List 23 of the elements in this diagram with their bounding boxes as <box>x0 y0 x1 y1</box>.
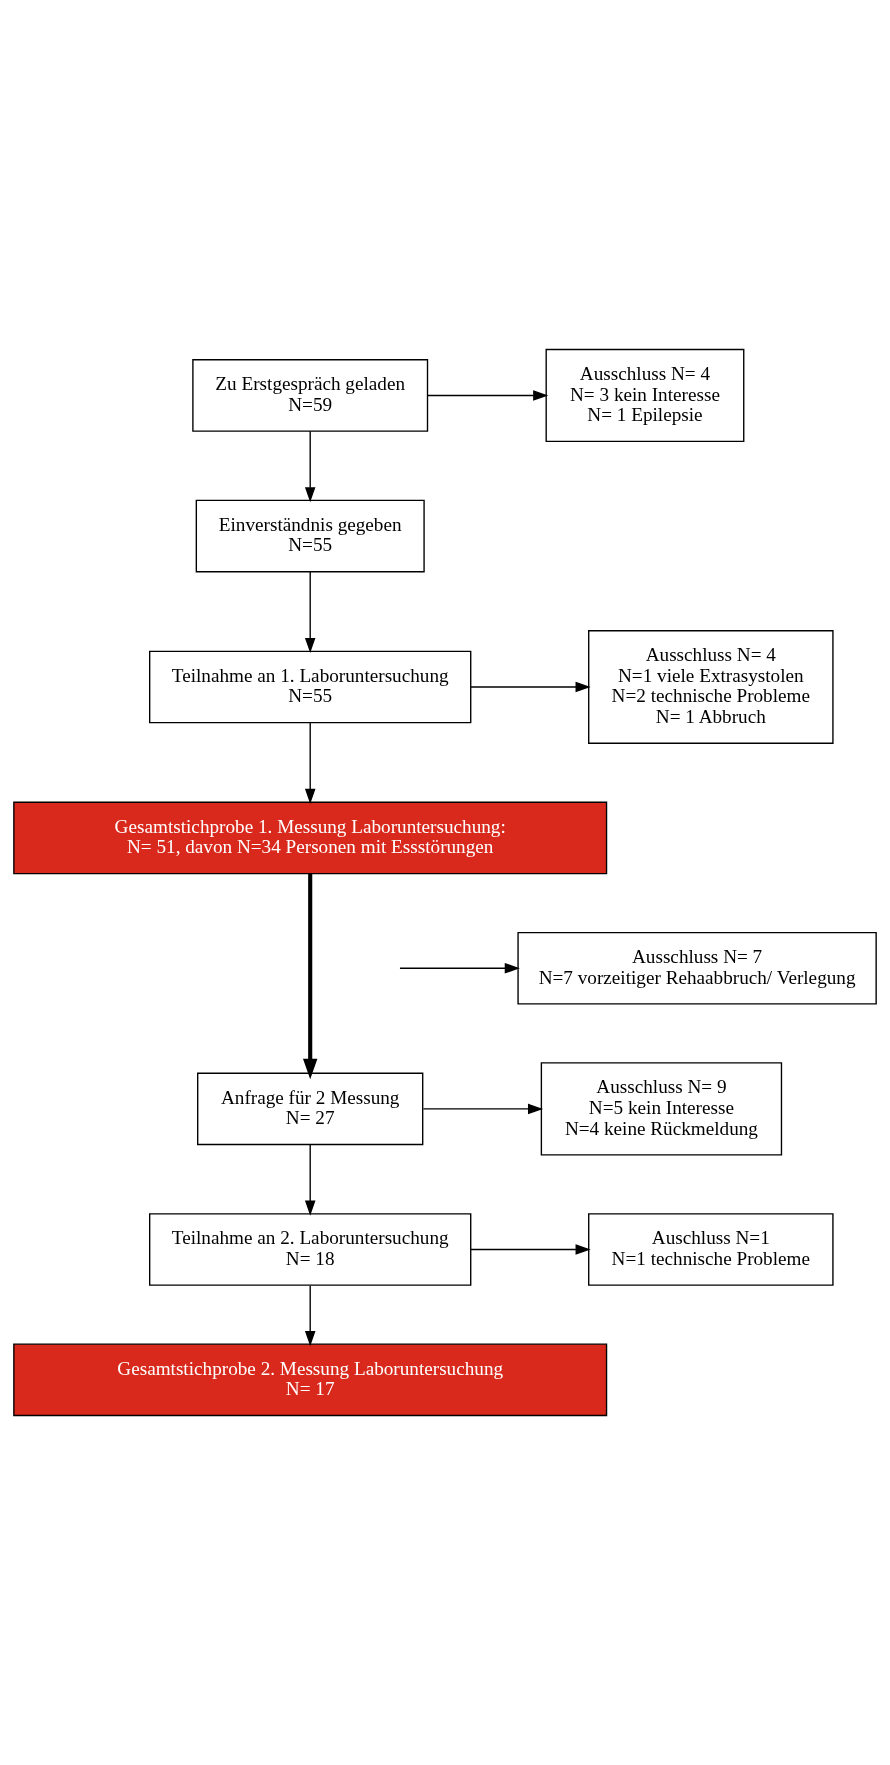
node-box: Zu Erstgespräch geladen N=59 <box>192 359 429 432</box>
node-box: Anfrage für 2 Messung N= 27 <box>197 1072 424 1146</box>
arrow <box>470 681 591 693</box>
arrow <box>422 1103 544 1115</box>
arrow <box>304 1144 316 1216</box>
node-box: Teilnahme an 2. Laboruntersuchung N= 18 <box>149 1213 472 1286</box>
arrow <box>399 962 520 974</box>
node-box: Ausschluss N= 4 N=1 viele Extrasystolen N=2 technische Probleme N= 1 Abbruch <box>588 630 834 744</box>
node-box: Gesamtstichprobe 1. Messung Laboruntersuchung: N= 51, davon N=34 Personen mit Essstörungen <box>13 801 608 875</box>
arrow <box>304 1285 316 1347</box>
node-box: Teilnahme an 1. Laboruntersuchung N=55 <box>149 650 472 724</box>
arrow <box>302 873 318 1080</box>
arrow <box>304 722 316 804</box>
arrow <box>427 390 549 401</box>
node-box: Auschluss N=1 N=1 technische Probleme <box>588 1213 834 1286</box>
node-box: Ausschluss N= 9 N=5 kein Interesse N=4 keine Rückmeldung <box>540 1062 783 1156</box>
arrow <box>304 430 316 503</box>
node-box: Ausschluss N= 4 N= 3 kein Interesse N= 1 Epilepsie <box>545 348 745 443</box>
arrow <box>304 571 316 653</box>
node-box: Ausschluss N= 7 N=7 vorzeitiger Rehaabbruch/ Verlegung <box>517 931 877 1005</box>
arrow <box>470 1244 591 1255</box>
node-box: Gesamtstichprobe 2. Messung Laboruntersuchung N= 17 <box>13 1343 608 1417</box>
node-box: Einverständnis gegeben N=55 <box>195 499 425 573</box>
